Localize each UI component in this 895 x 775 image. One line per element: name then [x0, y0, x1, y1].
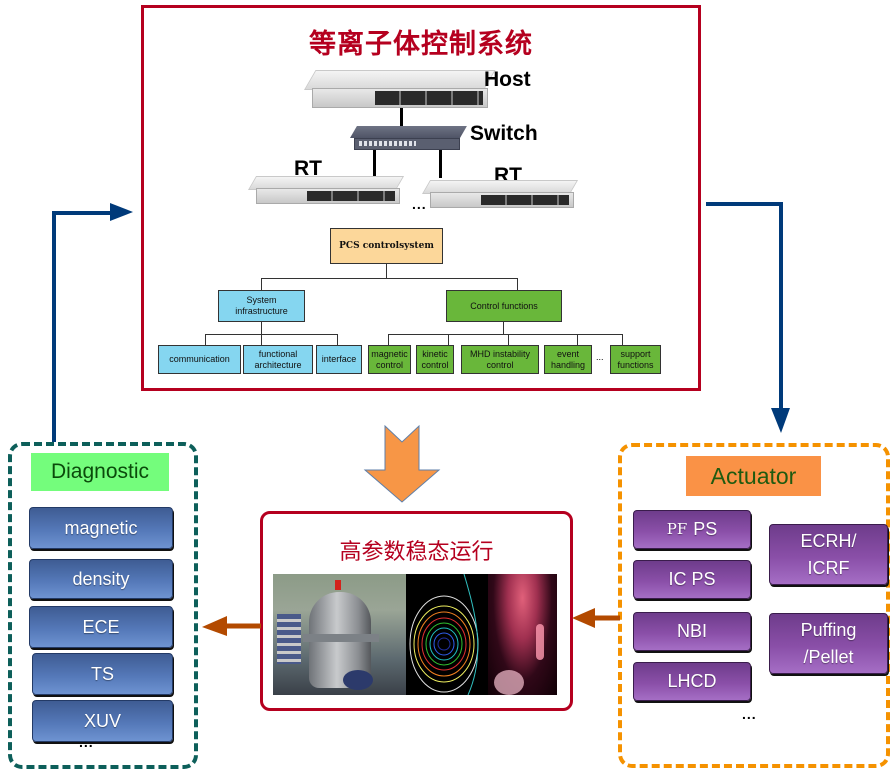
org-root-pcs-controlsystem: PCS controlsystem	[330, 228, 443, 264]
org-branch-system-infrastructure: System infrastructure	[218, 290, 305, 322]
org-leaf-functional-architecture: functional architecture	[243, 345, 313, 374]
org-leaf-support-functions: support functions	[610, 345, 661, 374]
feedback-arrow-diagnostic-to-pcs	[52, 203, 133, 442]
org-leaf-label: kinetic control	[421, 348, 449, 370]
host-switch-link	[400, 108, 403, 132]
operation-images	[273, 574, 557, 695]
arrowhead-icon	[202, 616, 227, 636]
org-connector	[261, 278, 262, 290]
actuator-nbi[interactable]: NBI	[633, 612, 751, 651]
org-leaf-kinetic-control: kinetic control	[416, 345, 454, 374]
org-connector	[261, 278, 518, 279]
org-leaf-event-handling: event handling	[544, 345, 592, 374]
org-leaf-label: communication	[169, 354, 230, 364]
switch-rt2-link	[439, 150, 442, 178]
org-connector	[388, 334, 622, 335]
org-leaf-label: support functions	[617, 348, 654, 370]
pcs-title: 等离子体控制系统	[309, 29, 533, 60]
tokamak-device-photo	[273, 574, 406, 695]
actuator-pf-ps[interactable]: PF PS	[633, 510, 751, 549]
org-connector	[448, 334, 449, 345]
plasma-flux-contours	[406, 574, 488, 695]
control-arrow-pcs-to-actuator	[706, 202, 790, 433]
network-switch-icon	[350, 126, 467, 150]
diagnostic-xuv[interactable]: XUV	[32, 700, 173, 742]
rt-server-icon-2	[422, 180, 579, 208]
diagnostic-ts[interactable]: TS	[32, 653, 173, 695]
org-connector	[261, 334, 262, 345]
actuator-title: Actuator	[686, 456, 821, 496]
actuator-lhcd[interactable]: LHCD	[633, 662, 751, 701]
actuator-group	[618, 443, 890, 768]
org-leaf-label: functional architecture	[254, 348, 302, 370]
arrow-plasma-to-diagnostic	[202, 616, 261, 636]
arrowhead-icon	[771, 408, 790, 433]
org-leaf-communication: communication	[158, 345, 241, 374]
actuator-ellipsis: ...	[742, 706, 757, 722]
diagnostic-ece[interactable]: ECE	[29, 606, 173, 648]
org-leaf-label: event handling	[550, 348, 586, 370]
diagnostic-magnetic[interactable]: magnetic	[29, 507, 173, 549]
process-down-arrow-icon	[363, 424, 441, 503]
org-connector	[337, 334, 338, 345]
org-leaf-interface: interface	[316, 345, 362, 374]
actuator-ecrh-line1: ECRH/	[800, 530, 857, 551]
rt-server-icon-1	[248, 176, 405, 204]
rt-label-1: RT	[294, 157, 322, 180]
actuator-ic-ps[interactable]: IC PS	[633, 560, 751, 599]
actuator-puffing-line1: Puffing	[800, 619, 857, 640]
org-connector	[205, 334, 338, 335]
org-connector	[517, 278, 518, 290]
actuator-pf-label: PS	[693, 519, 718, 539]
diagnostic-title: Diagnostic	[31, 453, 169, 491]
diagnostic-density[interactable]: density	[29, 559, 173, 599]
org-leaf-label: magnetic control	[371, 348, 408, 370]
switch-label: Switch	[470, 122, 538, 145]
arrowhead-icon	[110, 203, 133, 221]
plasma-emission-camera	[488, 574, 557, 695]
actuator-nbi-label: NBI	[676, 621, 707, 641]
host-server-icon	[304, 70, 496, 110]
actuator-pf-prefix: PF	[666, 520, 688, 538]
org-branch-control-functions: Control functions	[446, 290, 562, 322]
actuator-puffing-pellet[interactable]: Puffing /Pellet	[769, 613, 888, 674]
steady-state-operation-panel: 高参数稳态运行	[260, 511, 573, 711]
actuator-ic-ps-label: IC PS	[668, 569, 716, 589]
org-leaf-magnetic-control: magnetic control	[368, 345, 411, 374]
arrow-actuator-to-plasma	[572, 608, 620, 628]
diagnostic-ellipsis: ...	[79, 734, 94, 750]
org-leaf-mhd-instability-control: MHD instability control	[461, 345, 539, 374]
rt-ellipsis: ...	[412, 196, 427, 212]
center-title: 高参数稳态运行	[339, 540, 494, 565]
org-leaf-label: MHD instability control	[469, 348, 530, 370]
org-ellipsis: ...	[596, 352, 604, 362]
org-leaf-label: interface	[321, 354, 357, 364]
org-connector	[261, 322, 262, 334]
org-connector	[388, 334, 389, 345]
org-branch-label: Control functions	[470, 300, 538, 311]
org-connector	[205, 334, 206, 345]
arrowhead-icon	[572, 608, 595, 628]
pcs-control-system-panel: 等离子体控制系统 Host Switch RT RT ... PCS contr…	[141, 5, 701, 391]
actuator-ecrh-icrf[interactable]: ECRH/ ICRF	[769, 524, 888, 585]
host-label: Host	[484, 68, 531, 91]
actuator-ecrh-line2: ICRF	[807, 557, 850, 578]
diagnostic-group	[8, 442, 198, 769]
org-connector	[386, 264, 387, 279]
org-connector	[503, 322, 504, 334]
actuator-puffing-line2: /Pellet	[803, 646, 854, 667]
org-connector	[577, 334, 578, 345]
org-root-label: PCS controlsystem	[339, 240, 434, 251]
switch-rt1-link	[373, 150, 376, 178]
org-connector	[622, 334, 623, 345]
org-branch-label: System infrastructure	[235, 295, 288, 316]
actuator-lhcd-label: LHCD	[667, 671, 717, 691]
org-connector	[508, 334, 509, 345]
